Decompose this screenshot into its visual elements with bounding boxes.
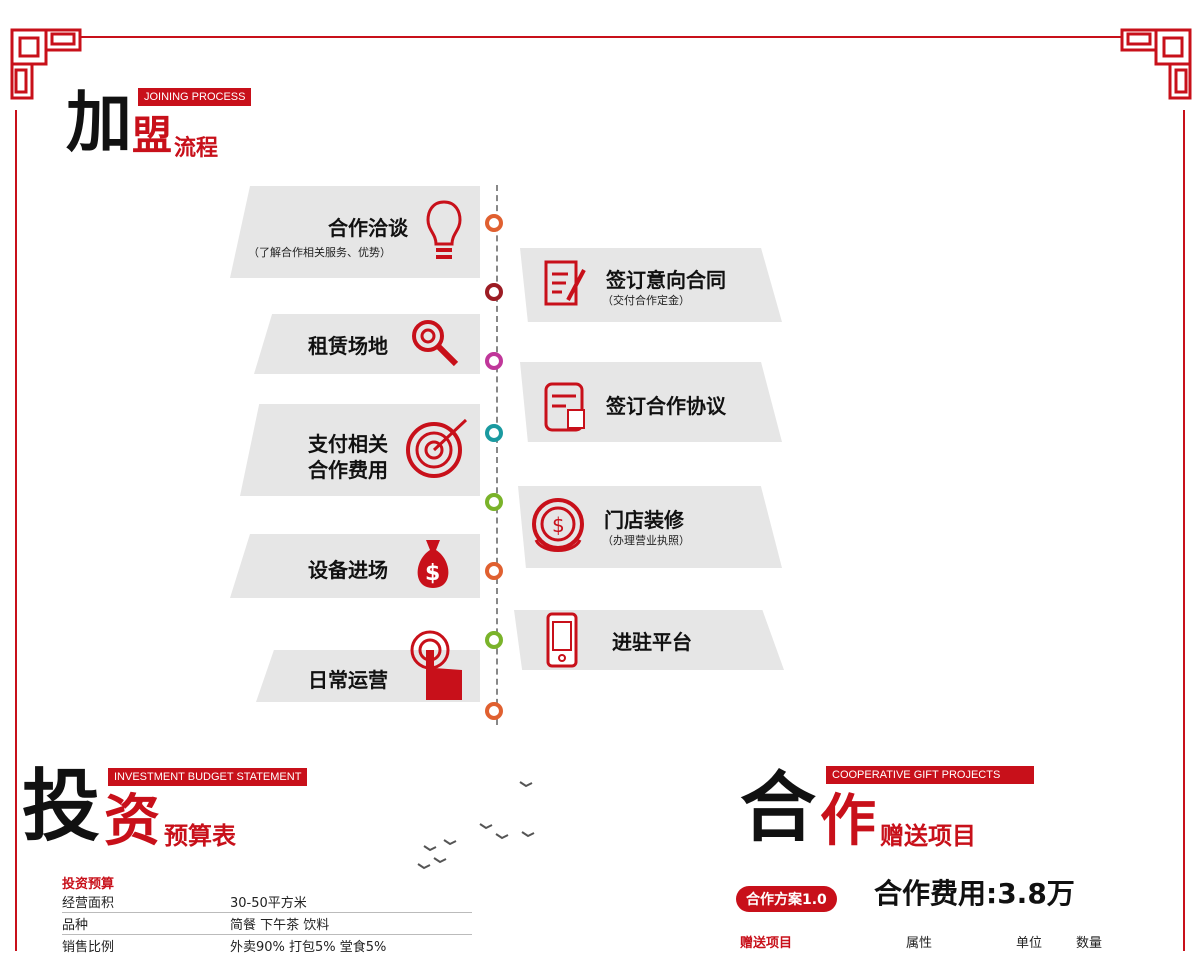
timeline-line [496, 185, 498, 725]
joining-title-red: 盟 [132, 113, 172, 159]
row-key: 销售比例 [62, 940, 115, 955]
row-value: 外卖90% 打包5% 堂食5% [230, 940, 387, 955]
plan-badge: 合作方案1.0 [736, 886, 837, 912]
header-unit: 单位 [1016, 936, 1043, 951]
step-6-title: 门店装修 [604, 508, 684, 532]
row-key: 品种 [62, 918, 89, 933]
step-1-subtitle: （了解合作相关服务、优势） [248, 246, 391, 259]
step-1-title: 合作洽谈 [328, 216, 408, 240]
step-3-title: 租赁场地 [308, 334, 388, 358]
joining-tag: JOINING PROCESS [138, 88, 252, 106]
investment-title-small: 预算表 [164, 822, 236, 850]
table-row: 品种 简餐 下午茶 饮料 [62, 914, 472, 935]
header-gift-item: 赠送项目 [740, 936, 793, 951]
magnifier-icon [412, 320, 459, 367]
step-9-title: 日常运营 [308, 668, 388, 692]
timeline-node [485, 283, 503, 301]
gift-table-header: 赠送项目 属性 单位 数量 [740, 932, 1140, 951]
phone-icon [546, 612, 578, 668]
frame-right-border [1183, 110, 1185, 951]
investment-section-label: 投资预算 [62, 877, 115, 892]
investment-table: 经营面积 30-50平方米 品种 简餐 下午茶 饮料 销售比例 外卖90% 打包… [62, 892, 472, 955]
fee-title: 合作费用:3.8万 [874, 877, 1075, 910]
table-row: 经营面积 30-50平方米 [62, 892, 472, 913]
birds-decoration-icon [417, 781, 535, 870]
joining-title-big: 加 [66, 84, 132, 161]
investment-title-red: 资 [104, 789, 160, 854]
step-4-title: 签订合作协议 [606, 394, 726, 418]
investment-heading: 投 资 预算表 INVESTMENT BUDGET STATEMENT [22, 764, 332, 854]
step-7-title: 设备进场 [308, 558, 388, 582]
coin-icon: $ [532, 498, 584, 552]
timeline-node [485, 562, 503, 580]
table-row: 销售比例 外卖90% 打包5% 堂食5% [62, 936, 472, 956]
investment-title-big: 投 [22, 762, 101, 852]
investment-tag: INVESTMENT BUDGET STATEMENT [108, 768, 308, 786]
timeline-node [485, 352, 503, 370]
joining-title-small: 流程 [174, 136, 219, 161]
row-value: 30-50平方米 [230, 896, 307, 911]
step-2-subtitle: （交付合作定金） [602, 294, 690, 307]
corner-ornament-left-icon [10, 28, 110, 100]
contract-pen-icon [544, 260, 586, 306]
svg-text:$: $ [425, 561, 440, 586]
timeline-node [485, 631, 503, 649]
hand-tap-icon [410, 630, 462, 700]
money-bag-icon: $ [417, 540, 449, 588]
joining-heading: 加 盟 流程 JOINING PROCESS [66, 86, 266, 166]
lightbulb-icon [426, 200, 462, 259]
row-key: 经营面积 [62, 896, 115, 911]
step-card-2 [520, 248, 782, 322]
step-2-title: 签订意向合同 [606, 268, 726, 292]
timeline-node [485, 702, 503, 720]
gift-title-big: 合 [740, 763, 816, 852]
step-8-title: 进驻平台 [612, 630, 692, 654]
timeline-node [485, 493, 503, 511]
step-card-3 [254, 314, 480, 374]
step-6-subtitle: （办理营业执照） [602, 534, 690, 547]
gift-tag: COOPERATIVE GIFT PROJECTS [826, 766, 1034, 784]
frame-top-border [110, 36, 1098, 38]
svg-text:$: $ [552, 513, 565, 537]
frame-left-border [15, 110, 17, 951]
timeline-node [485, 424, 503, 442]
header-quantity: 数量 [1076, 936, 1103, 951]
target-icon [406, 418, 468, 478]
gift-heading: 合 作 赠送项目 COOPERATIVE GIFT PROJECTS [740, 764, 1040, 854]
header-attribute: 属性 [906, 936, 933, 951]
corner-ornament-right-icon [1090, 28, 1192, 100]
step-5-title-line2: 合作费用 [308, 458, 388, 482]
step-5-title: 支付相关 [308, 432, 388, 456]
gift-title-small: 赠送项目 [880, 822, 976, 850]
row-value: 简餐 下午茶 饮料 [230, 918, 330, 933]
timeline-node [485, 214, 503, 232]
agreement-icon [544, 382, 585, 432]
step-card-5 [240, 404, 480, 496]
gift-title-red: 作 [820, 789, 876, 854]
